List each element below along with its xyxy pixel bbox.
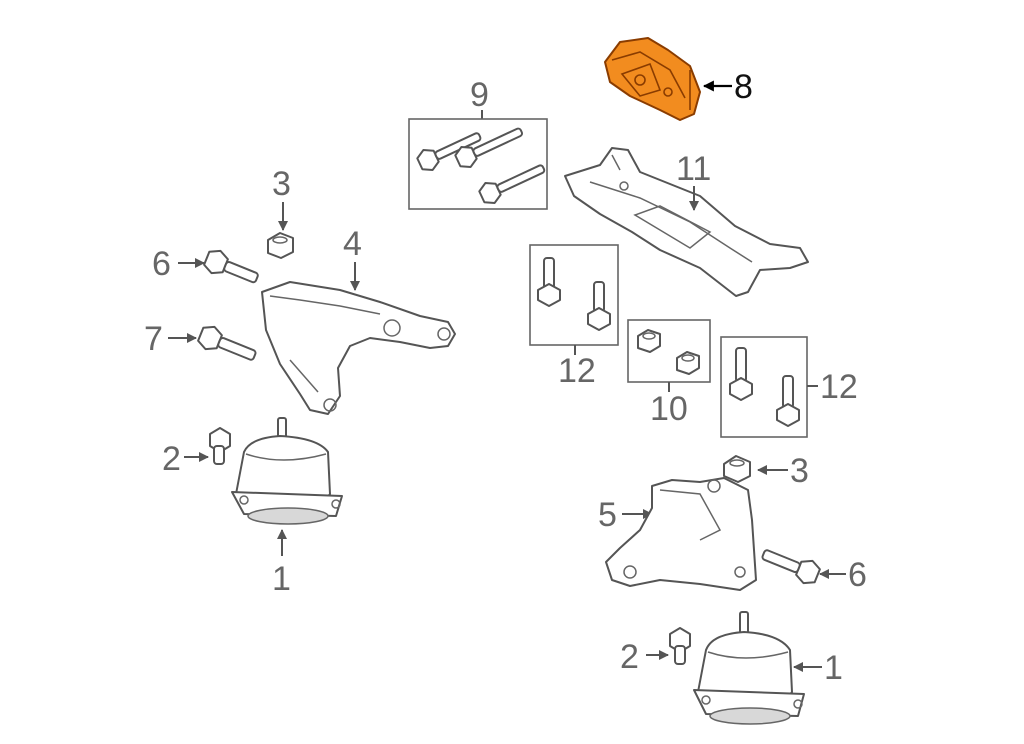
- part-3-nut-left[interactable]: [267, 232, 294, 259]
- callout-10: 10: [650, 390, 688, 428]
- callout-8: 8: [734, 68, 753, 106]
- part-5-bracket[interactable]: [605, 477, 757, 591]
- part-9-bolt-kit-box: [408, 118, 548, 210]
- part-2-bolt-right[interactable]: [669, 627, 691, 665]
- callout-3-right: 3: [790, 452, 809, 490]
- callout-12-right: 12: [820, 368, 858, 406]
- callout-6-left: 6: [152, 245, 171, 283]
- callout-1-right: 1: [824, 649, 843, 687]
- part-8-transmission-mount[interactable]: [604, 37, 701, 121]
- part-9-bolts[interactable]: [415, 121, 548, 207]
- callout-4: 4: [343, 225, 362, 263]
- callout-9: 9: [470, 76, 489, 114]
- callout-2-left: 2: [162, 440, 181, 478]
- callout-12-left: 12: [558, 352, 596, 390]
- callout-2-right: 2: [620, 638, 639, 676]
- part-12-left-bolts[interactable]: [537, 257, 611, 331]
- part-1-engine-mount-left[interactable]: [231, 417, 343, 525]
- part-12-right-bolts[interactable]: [729, 347, 800, 427]
- part-10-box: [627, 319, 711, 383]
- callout-6-right: 6: [848, 556, 867, 594]
- part-3-nut-right[interactable]: [723, 455, 751, 483]
- callout-5: 5: [598, 496, 617, 534]
- part-2-bolt-left[interactable]: [209, 427, 231, 465]
- part-6-bolt-left[interactable]: [202, 247, 261, 289]
- part-4-bracket[interactable]: [261, 281, 456, 415]
- callout-7: 7: [144, 320, 163, 358]
- part-1-engine-mount-right[interactable]: [693, 611, 805, 725]
- part-6-bolt-right[interactable]: [759, 543, 822, 587]
- part-10-nuts[interactable]: [637, 329, 700, 375]
- callout-11: 11: [676, 150, 711, 188]
- callout-3-left: 3: [272, 165, 291, 203]
- callout-1-left: 1: [272, 560, 291, 598]
- part-7-bolt[interactable]: [196, 323, 259, 367]
- part-11-crossmember[interactable]: [564, 147, 809, 297]
